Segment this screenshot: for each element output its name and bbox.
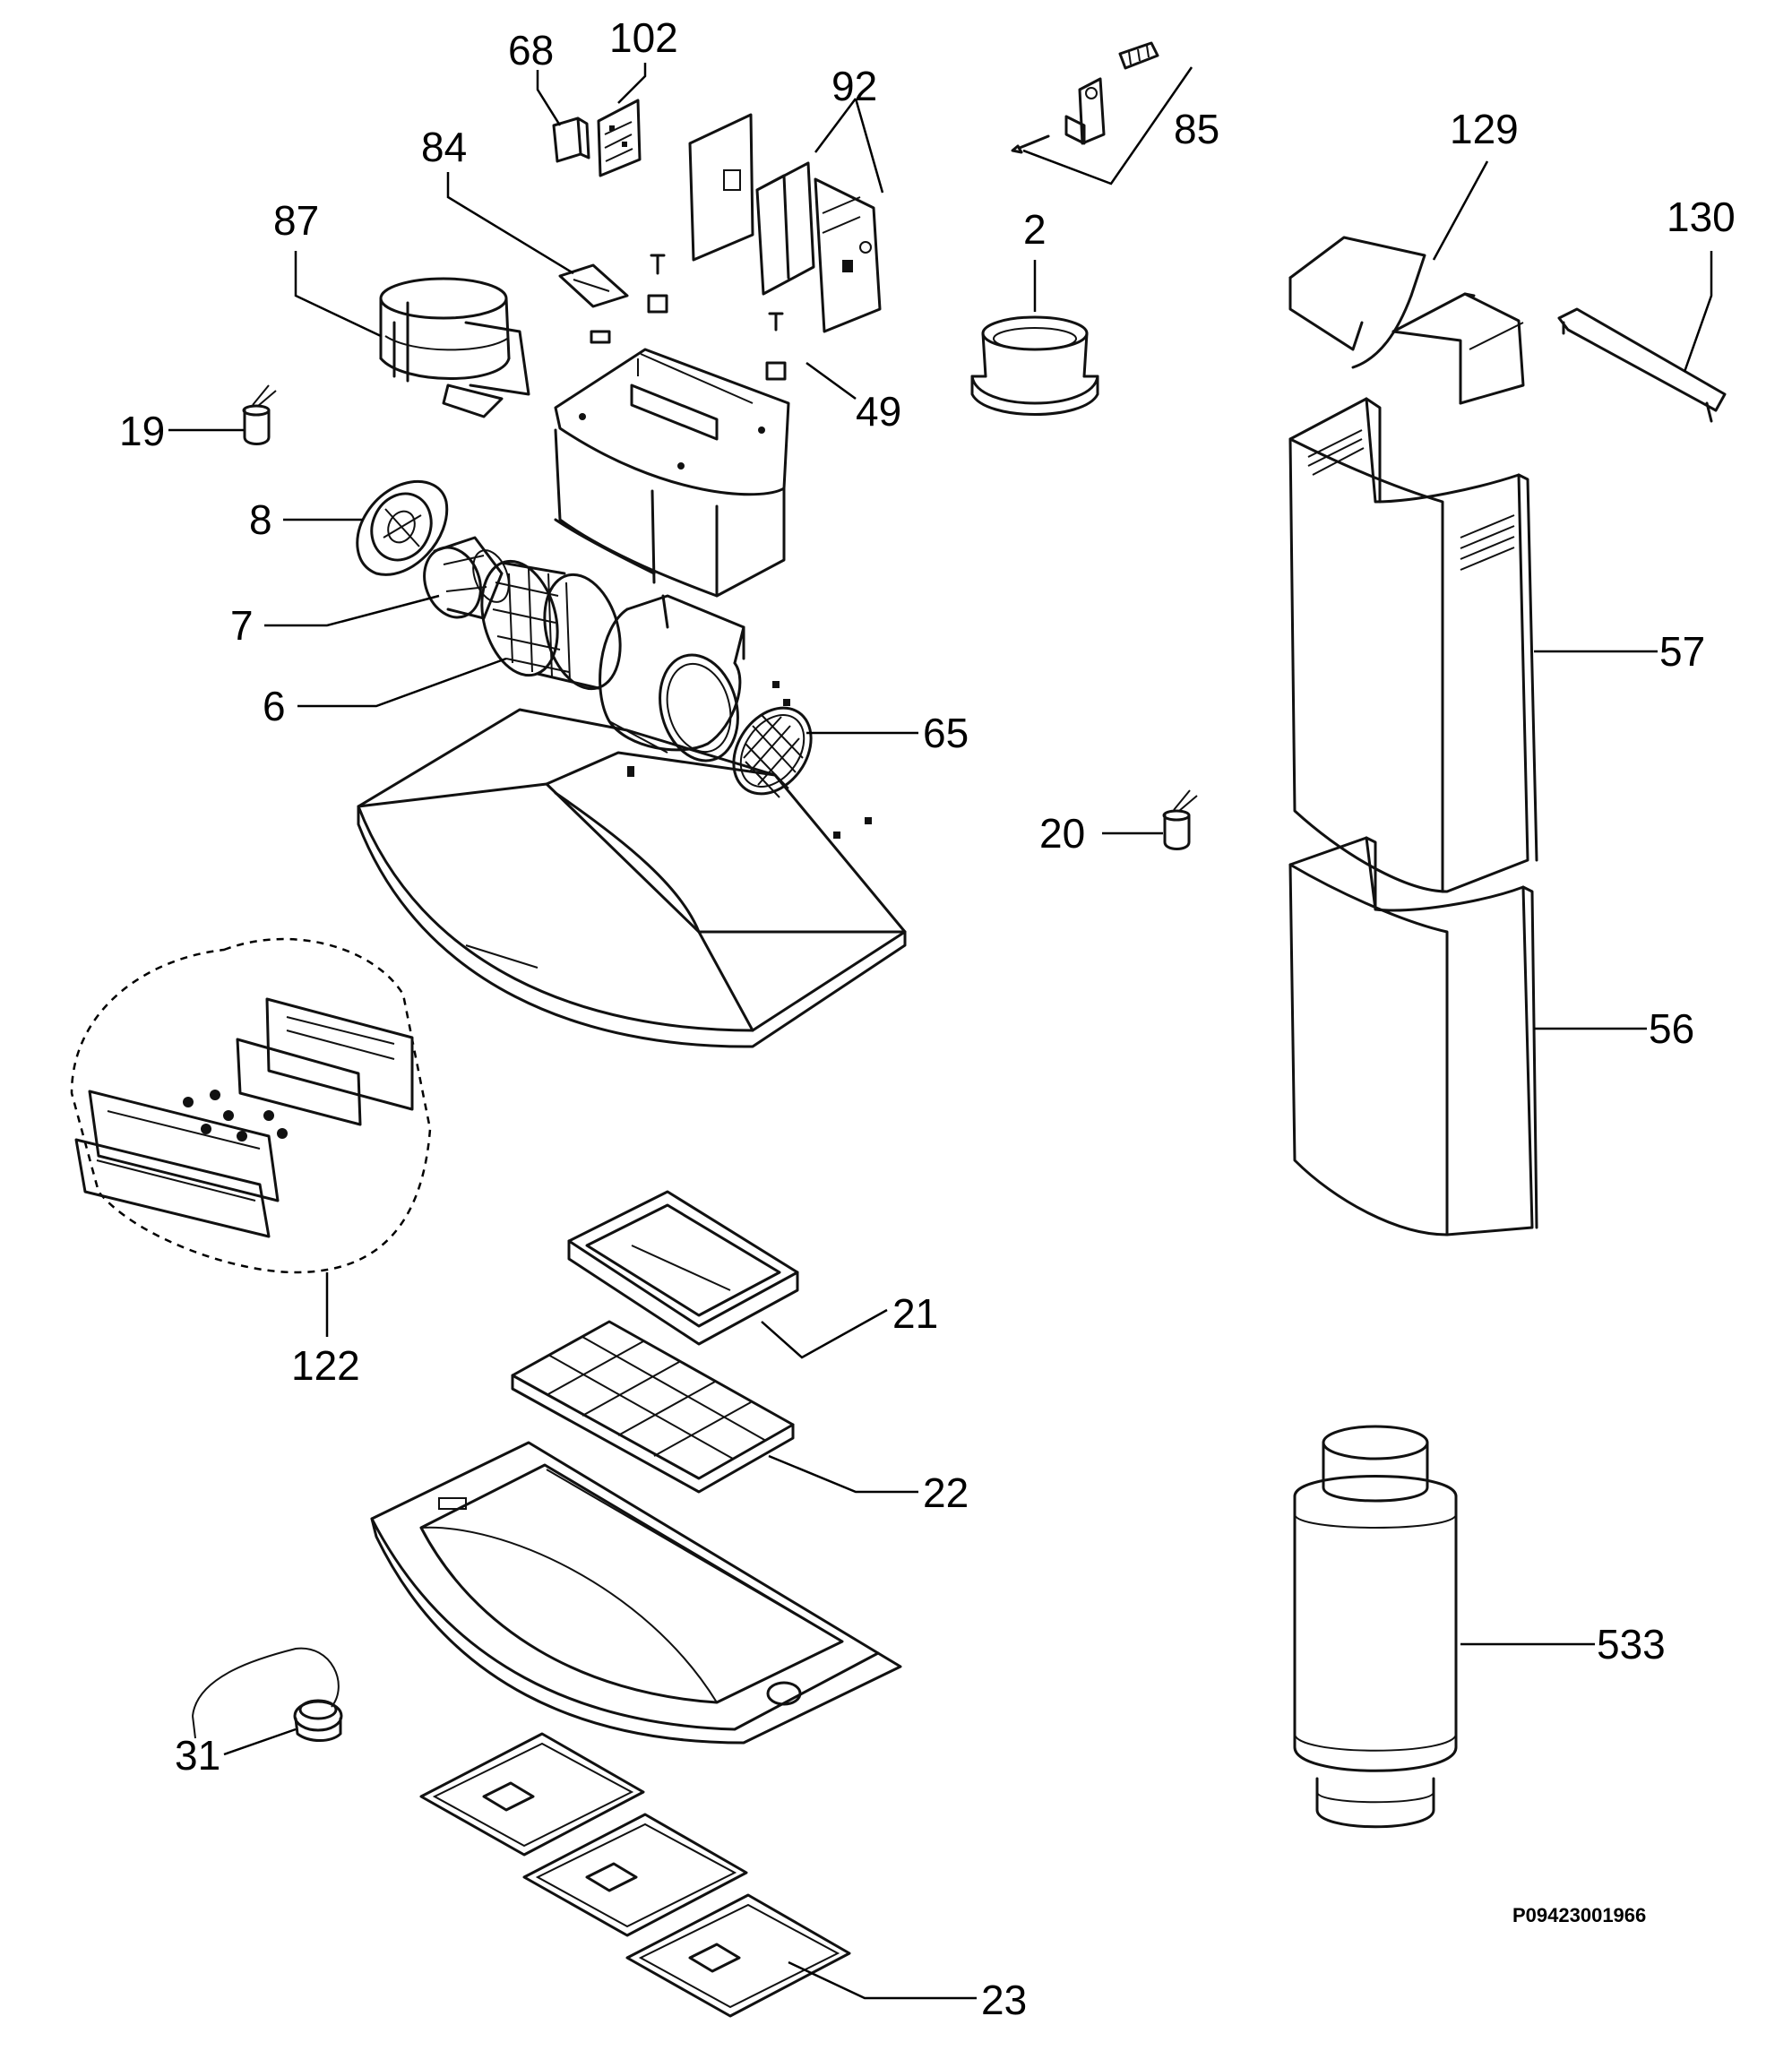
callout-labels: 68 102 92 85 84 87 2 129 130 49 19 8 7 6… [119,14,1736,2023]
callout-129: 129 [1450,106,1519,152]
part-19-capacitor [242,384,277,445]
callout-65: 65 [923,710,969,756]
callout-19: 19 [119,408,165,454]
callout-87: 87 [273,197,319,244]
part-84-terminal-strip [558,263,629,308]
callout-68: 68 [508,27,554,73]
part-22-grid-filter [511,1320,795,1494]
part-23-grease-filters [419,1732,851,2018]
callout-21: 21 [892,1290,938,1337]
part-6-blower-wheel [480,559,622,691]
callout-130: 130 [1667,194,1736,240]
callout-31: 31 [175,1732,220,1779]
part-92-control-module [688,113,882,333]
callout-22: 22 [923,1469,969,1516]
leader-lines [168,63,1713,2000]
part-122-control-panel-group [70,937,432,1274]
callout-102: 102 [609,14,678,61]
part-57-upper-chimney [1288,397,1538,893]
part-87-air-outlet-collar [379,277,530,418]
part-8-motor-plate [356,480,449,576]
part-533-carbon-filter-cylinder [1293,1425,1458,1829]
callout-8: 8 [249,496,272,543]
callout-56: 56 [1649,1005,1694,1052]
part-65-fan-grille [732,706,813,798]
callout-2: 2 [1023,206,1047,253]
callout-122: 122 [291,1342,360,1389]
callout-6: 6 [263,683,286,729]
callout-7: 7 [230,602,254,649]
callout-20: 20 [1039,810,1085,857]
callout-49: 49 [856,388,901,435]
part-68-connector-block [552,116,590,163]
small-screws [590,254,787,381]
blower-scroll-housing [599,594,790,763]
callout-85: 85 [1174,106,1219,152]
part-31-lamp [192,1647,343,1742]
part-130-support-rail [1557,307,1727,423]
callout-84: 84 [421,124,467,170]
part-2-duct-flange [970,315,1099,416]
motor-housing [554,348,790,598]
hood-canopy [357,708,907,1048]
part-102-circuit-board [597,99,642,177]
lower-canopy-tray [370,1441,902,1745]
drawing-code: P09423001966 [1512,1904,1646,1926]
callout-92: 92 [831,63,877,109]
callout-23: 23 [981,1977,1027,2023]
part-7-motor [423,536,510,620]
part-20-capacitor [1162,789,1198,850]
callout-57: 57 [1659,628,1705,675]
part-21-filter-frame [567,1190,799,1346]
part-85-wall-bracket [1011,41,1193,185]
part-129-duct-diverter [1288,236,1525,405]
callout-533: 533 [1597,1621,1666,1667]
part-56-lower-chimney [1288,836,1538,1236]
